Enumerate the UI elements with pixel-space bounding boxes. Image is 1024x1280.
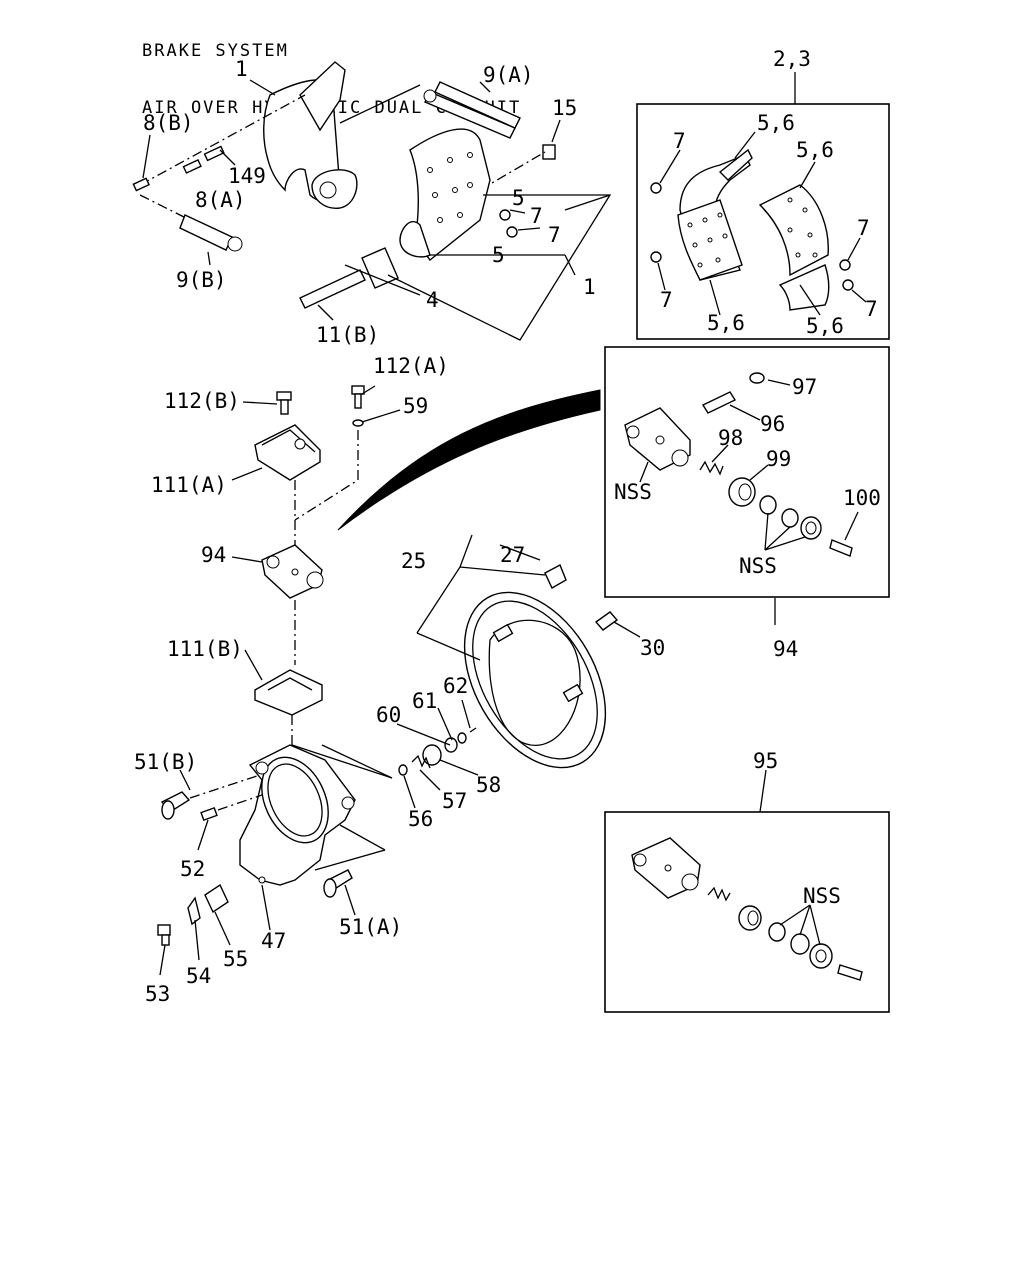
pin-9a-2 <box>434 81 521 129</box>
callout-5-6-b: 5,6 <box>796 138 834 162</box>
callout-99: 99 <box>766 447 791 471</box>
shoe-kit-box <box>636 72 890 340</box>
callout-112a: 112(A) <box>373 354 449 378</box>
repair-kit-frame <box>604 811 890 1013</box>
callout-111a: 111(A) <box>151 473 227 497</box>
callout-nss-1: NSS <box>614 480 652 504</box>
cap-97 <box>749 372 765 384</box>
callout-94b: 94 <box>773 637 798 661</box>
callout-60: 60 <box>376 703 401 727</box>
callout-nss-3: NSS <box>803 884 841 908</box>
callout-7d: 7 <box>857 216 870 240</box>
cylinder-internals-box <box>604 346 890 625</box>
pin-11b <box>299 269 366 309</box>
callout-112b: 112(B) <box>164 389 240 413</box>
callout-98: 98 <box>718 426 743 450</box>
callout-97: 97 <box>792 375 817 399</box>
callout-11b: 11(B) <box>316 323 379 347</box>
callout-9b: 9(B) <box>176 268 227 292</box>
pin-9b <box>179 214 233 251</box>
callout-62: 62 <box>443 674 468 698</box>
callout-5-6-d: 5,6 <box>806 314 844 338</box>
pin-15 <box>542 144 556 160</box>
callout-149: 149 <box>228 164 266 188</box>
pin-149 <box>203 145 225 162</box>
zoom-wedge <box>337 389 601 531</box>
callout-1b: 1 <box>583 275 596 299</box>
callout-95: 95 <box>753 749 778 773</box>
callout-8b: 8(B) <box>143 111 194 135</box>
plug-27 <box>544 564 567 589</box>
callout-100: 100 <box>843 486 881 510</box>
callout-94a: 94 <box>201 543 226 567</box>
bolt-30 <box>594 611 619 631</box>
callout-7b: 7 <box>548 223 561 247</box>
wheel-cylinder-stack <box>231 385 401 745</box>
callout-9a: 9(A) <box>483 63 534 87</box>
pin-8a <box>182 158 202 174</box>
callout-5b: 5 <box>492 243 505 267</box>
repair-kit-box <box>604 769 890 1013</box>
adjuster-parts <box>396 699 479 809</box>
spring-98 <box>699 460 724 476</box>
shoe-kit-frame <box>636 103 890 340</box>
callout-2-3: 2,3 <box>773 47 811 71</box>
backing-plate-assembly <box>416 534 641 769</box>
callout-59: 59 <box>403 394 428 418</box>
callout-5-6-a: 5,6 <box>757 111 795 135</box>
cylinder-internals-frame <box>604 346 890 598</box>
callout-25: 25 <box>401 549 426 573</box>
callout-nss-2: NSS <box>739 554 777 578</box>
callout-5a: 5 <box>512 186 525 210</box>
callout-5-6-c: 5,6 <box>707 311 745 335</box>
shoe-right-web <box>399 221 431 258</box>
callout-55: 55 <box>223 947 248 971</box>
callout-47: 47 <box>261 929 286 953</box>
callout-7a: 7 <box>530 204 543 228</box>
callout-57: 57 <box>442 789 467 813</box>
bracket-111a <box>254 424 321 481</box>
callout-15: 15 <box>552 96 577 120</box>
callout-27: 27 <box>500 543 525 567</box>
callout-8a: 8(A) <box>195 188 246 212</box>
callout-53: 53 <box>145 982 170 1006</box>
callout-111b: 111(B) <box>167 637 243 661</box>
title-line-1: BRAKE SYSTEM <box>142 41 289 61</box>
callout-1a: 1 <box>235 57 248 81</box>
callout-7e: 7 <box>660 288 673 312</box>
pin-8b <box>132 177 150 192</box>
callout-51a: 51(A) <box>339 915 402 939</box>
callout-7c: 7 <box>673 129 686 153</box>
callout-58: 58 <box>476 773 501 797</box>
callout-54: 54 <box>186 964 211 988</box>
shoe-web-plate <box>299 61 346 132</box>
callout-7f: 7 <box>865 297 878 321</box>
anchor-plate-assembly <box>157 744 393 976</box>
callout-96: 96 <box>760 412 785 436</box>
bleeder-96 <box>701 391 737 414</box>
callout-30: 30 <box>640 636 665 660</box>
sleeve-4 <box>361 247 399 289</box>
callout-4: 4 <box>426 288 439 312</box>
callout-56: 56 <box>408 807 433 831</box>
bracket-111b <box>254 669 323 716</box>
callout-61: 61 <box>412 689 437 713</box>
kit-lining-right <box>758 184 829 277</box>
kit-lining-right-lower <box>778 264 830 311</box>
callout-51b: 51(B) <box>134 750 197 774</box>
brake-shoe-right-lining <box>409 128 491 261</box>
brake-shoe-assembly <box>132 61 612 341</box>
push-rod-100 <box>829 539 853 557</box>
callout-52: 52 <box>180 857 205 881</box>
